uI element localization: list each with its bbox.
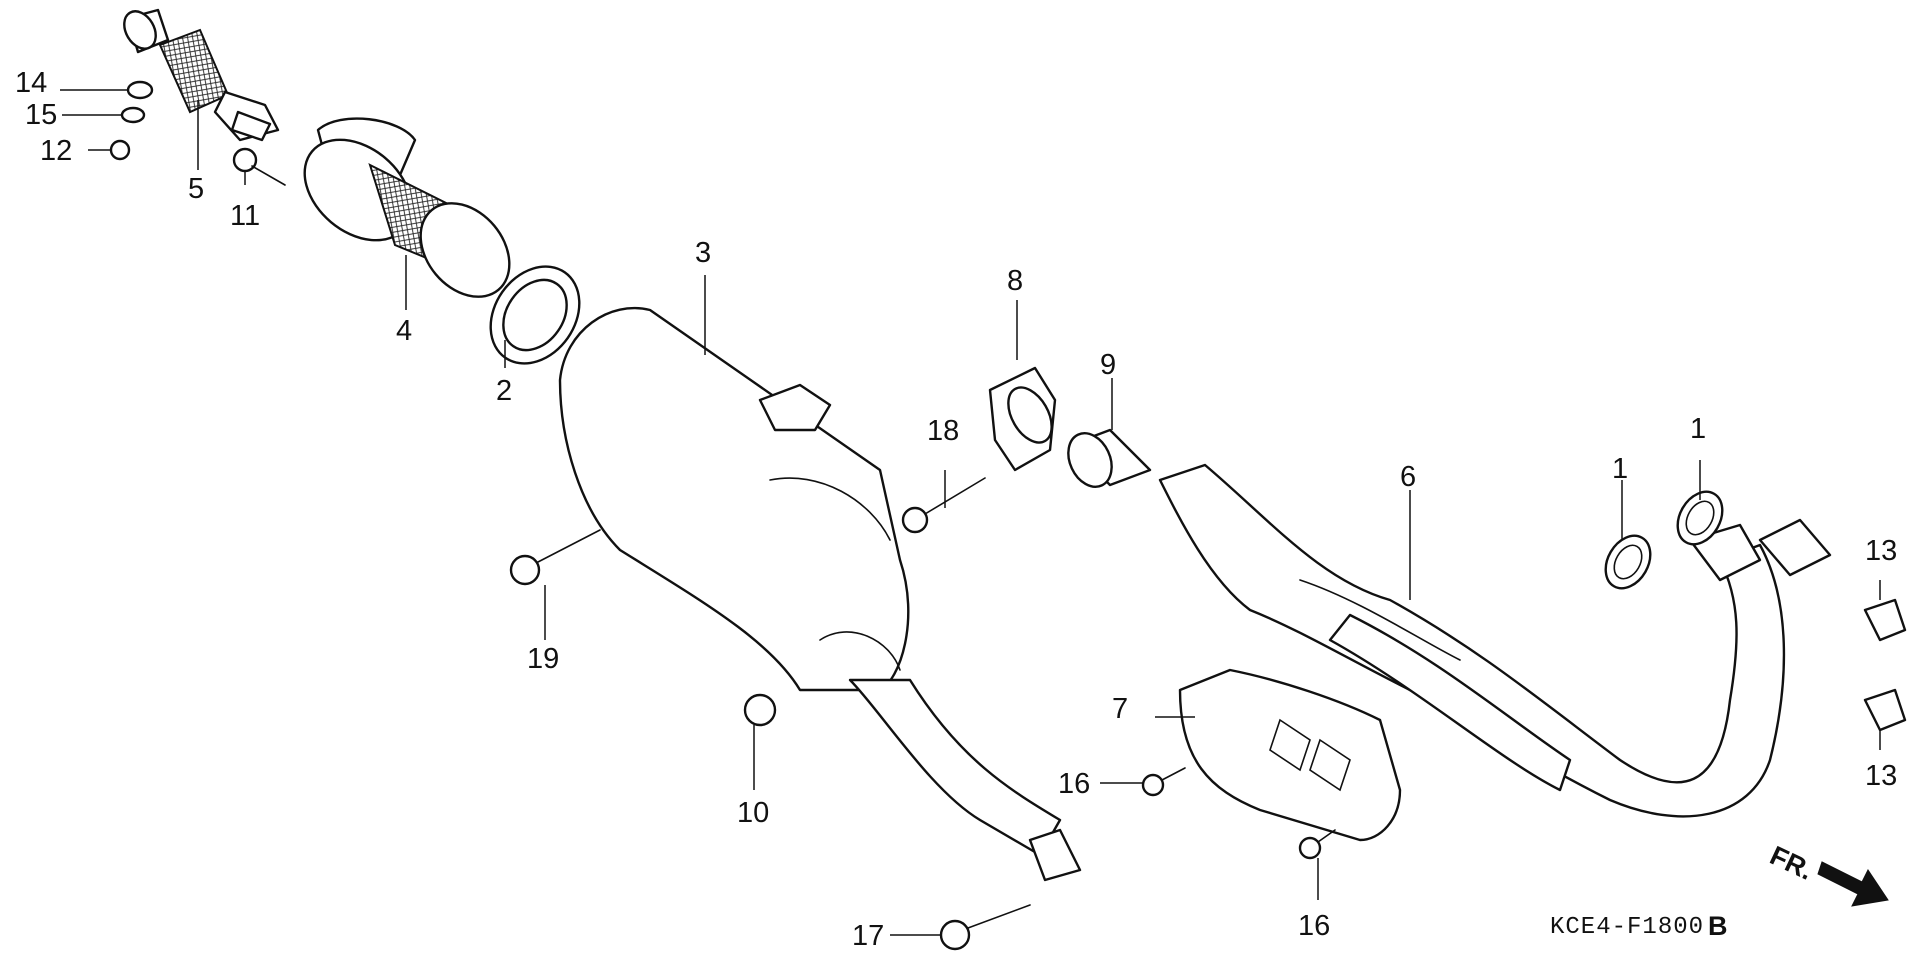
bolt-19 <box>509 529 601 586</box>
callout-11: 11 <box>230 200 260 232</box>
drawing-code-suffix: B <box>1708 911 1728 941</box>
header-nut-lower <box>1863 688 1907 732</box>
callout-16-upper: 16 <box>1058 768 1090 800</box>
front-direction-indicator: FR. <box>1765 840 1889 907</box>
washer-14 <box>126 80 154 100</box>
washer-15 <box>120 106 146 124</box>
callout-13-lower: 13 <box>1865 760 1897 792</box>
bolt-11 <box>232 147 286 186</box>
silencer-gasket <box>489 265 581 365</box>
callout-8: 8 <box>1007 265 1023 297</box>
callout-17: 17 <box>852 920 884 952</box>
front-arrow-icon <box>1817 861 1889 907</box>
callout-10: 10 <box>737 797 769 829</box>
callout-7: 7 <box>1112 693 1128 725</box>
header-gasket-left <box>1604 534 1652 590</box>
callout-5: 5 <box>188 173 204 205</box>
drawing-code: KCE4-F1800 <box>1550 914 1704 941</box>
callout-18: 18 <box>927 415 959 447</box>
callout-16-lower: 16 <box>1298 910 1330 942</box>
muffler-body <box>558 306 1082 882</box>
callout-19: 19 <box>527 643 559 675</box>
header-nut-upper <box>1863 598 1907 642</box>
callout-13-upper: 13 <box>1865 535 1897 567</box>
callout-12: 12 <box>40 135 72 167</box>
exhaust-heat-shield <box>1178 668 1402 842</box>
silencer-inner-pipe <box>303 117 511 298</box>
callout-14: 14 <box>15 67 47 99</box>
callout-1-right: 1 <box>1690 413 1706 445</box>
bolt-16-lower <box>1298 829 1336 860</box>
callout-9: 9 <box>1100 349 1116 381</box>
exhaust-clamp <box>988 366 1057 472</box>
bolt-18 <box>901 477 986 534</box>
callout-15: 15 <box>25 99 57 131</box>
callout-2: 2 <box>496 375 512 407</box>
grommet-10 <box>743 693 777 727</box>
header-gasket-right <box>1676 490 1724 546</box>
bolt-12 <box>109 139 131 161</box>
callout-3: 3 <box>695 237 711 269</box>
callout-4: 4 <box>396 315 412 347</box>
callout-6: 6 <box>1400 461 1416 493</box>
spark-arrester-tail-pipe <box>123 8 280 142</box>
exhaust-joint-collar <box>1067 428 1152 488</box>
bolt-16-upper <box>1141 767 1186 797</box>
exhaust-header-pipe <box>1158 463 1832 818</box>
callout-1-left: 1 <box>1612 453 1628 485</box>
front-label: FR. <box>1765 840 1817 886</box>
leader-lines <box>60 89 1881 936</box>
bolt-17 <box>939 904 1031 951</box>
